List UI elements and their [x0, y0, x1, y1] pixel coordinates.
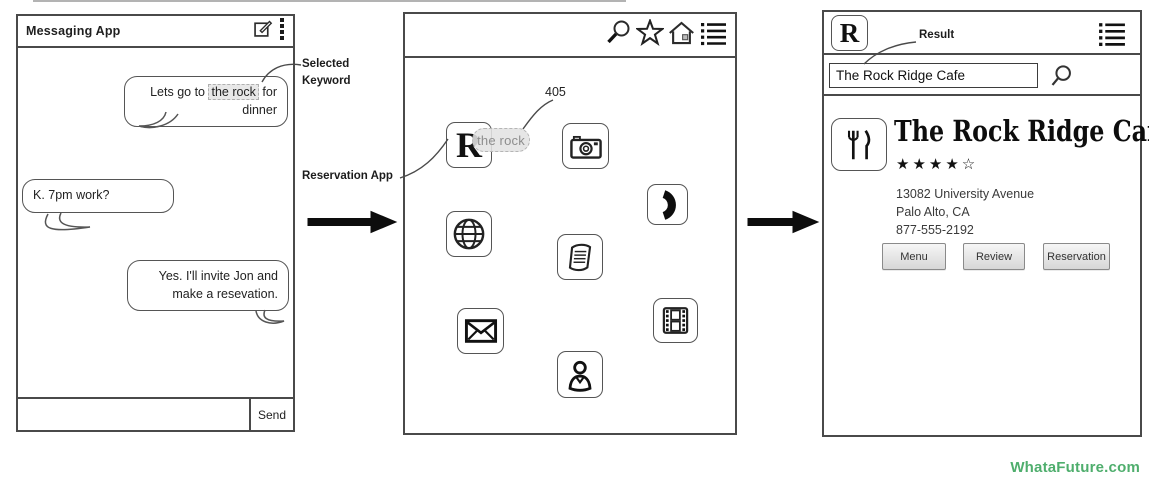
search-icon[interactable]	[604, 18, 633, 53]
phone-handset-icon	[661, 189, 676, 220]
flow-arrow-2	[747, 210, 820, 234]
person-icon	[568, 360, 592, 392]
review-button[interactable]: Review	[963, 243, 1025, 270]
mail-app-icon[interactable]	[457, 308, 504, 354]
film-icon	[662, 307, 689, 334]
contacts-app-icon[interactable]	[557, 351, 603, 398]
star-icon[interactable]	[634, 17, 666, 52]
home-icon[interactable]	[667, 19, 696, 52]
annotation-result: Result	[919, 29, 955, 41]
app-grid: R the rock	[405, 58, 735, 433]
reservation-button[interactable]: Reservation	[1043, 243, 1110, 270]
envelope-icon	[464, 319, 497, 343]
cafe-address: 13082 University Avenue Palo Alto, CA 87…	[896, 186, 1034, 239]
fork-knife-icon	[847, 129, 871, 159]
apps-toolbar	[405, 14, 735, 58]
list-icon[interactable]	[699, 20, 728, 51]
notes-app-icon[interactable]	[557, 234, 603, 280]
annotation-selected-keyword: Selected Keyword	[302, 58, 351, 88]
apps-phone-frame: R the rock	[403, 12, 737, 435]
send-button[interactable]: Send	[249, 399, 293, 430]
result-content: The Rock Ridge Cafe ★★★★☆ 13082 Universi…	[824, 96, 1149, 435]
camera-icon	[569, 135, 602, 159]
messaging-phone-frame: Messaging App Lets go to the rock for di…	[16, 14, 295, 432]
keyword-pill: the rock	[472, 128, 530, 152]
globe-icon	[453, 218, 485, 250]
list-icon[interactable]	[1097, 20, 1127, 52]
bubble1-text-post: for dinner	[242, 85, 277, 117]
search-icon[interactable]	[1048, 64, 1075, 94]
bubble1-text-pre: Lets go to	[150, 85, 209, 99]
selected-keyword-highlight[interactable]: the rock	[208, 84, 259, 100]
kebab-menu-icon[interactable]	[279, 17, 285, 46]
phone-app-icon[interactable]	[647, 184, 688, 225]
document-icon	[568, 243, 592, 271]
movies-app-icon[interactable]	[653, 298, 698, 343]
cafe-phone-number: 877-555-2192	[896, 222, 974, 237]
browser-app-icon[interactable]	[446, 211, 492, 257]
star-rating: ★★★★☆	[896, 156, 979, 173]
message-thread: Lets go to the rock for dinner K. 7pm wo…	[18, 48, 293, 397]
result-header: R	[824, 12, 1140, 55]
result-phone-frame: R The Rock Ridge Cafe ★★★★☆ 13082 Univer…	[822, 10, 1149, 437]
address-line1: 13082 University Avenue	[896, 187, 1035, 201]
reservation-app-logo: R	[831, 15, 868, 51]
camera-app-icon[interactable]	[562, 123, 609, 169]
restaurant-icon-box	[831, 118, 887, 171]
address-line2: Palo Alto, CA	[896, 204, 970, 219]
message-bubble-outgoing: Lets go to the rock for dinner	[124, 76, 288, 127]
cafe-title: The Rock Ridge Cafe	[894, 114, 1149, 148]
compose-icon[interactable]	[252, 18, 273, 44]
annotation-ref-405: 405	[545, 85, 566, 99]
result-search-row	[824, 55, 1140, 96]
message-bubble-outgoing: Yes. I'll invite Jon and make a resevati…	[127, 260, 289, 311]
message-bubble-incoming: K. 7pm work?	[22, 179, 174, 213]
message-compose-bar: Send	[18, 397, 293, 430]
watermark: WhataFuture.com	[1010, 459, 1140, 476]
search-input[interactable]	[829, 63, 1038, 88]
flow-arrow-1	[307, 210, 398, 234]
messaging-header: Messaging App	[18, 16, 293, 48]
message-input[interactable]	[18, 399, 249, 430]
menu-button[interactable]: Menu	[882, 243, 946, 270]
annotation-reservation-app: Reservation App	[302, 170, 393, 182]
logo-letter: R	[839, 17, 860, 48]
messaging-app-title: Messaging App	[26, 24, 121, 38]
